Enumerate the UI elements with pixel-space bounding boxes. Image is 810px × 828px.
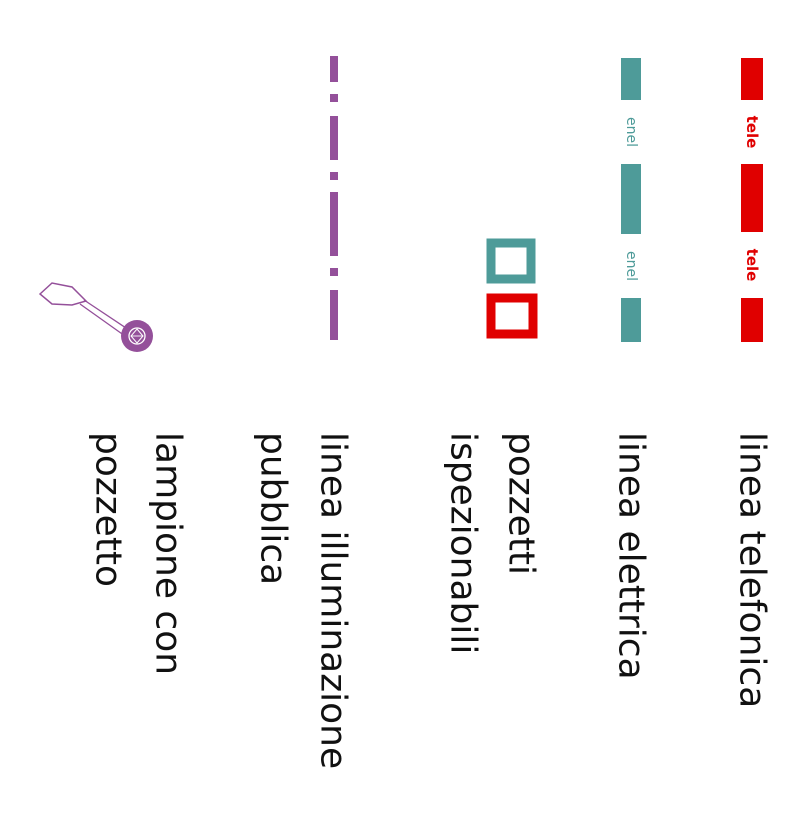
public-lighting-label-line-2: pubblica (253, 432, 294, 585)
streetlamp-icon (38, 282, 153, 352)
streetlamp-label-line-1: lampione con (148, 432, 189, 675)
manhole-squares-symbol (486, 238, 538, 339)
manholes-label-group: pozzetti (501, 432, 542, 575)
telephone-line-tag: tele (743, 116, 761, 149)
electric-line-symbol: enel enel (621, 58, 641, 342)
streetlamp-label-group: lampione con (148, 432, 189, 675)
telephone-line-tag-2: tele (743, 249, 761, 282)
telephone-line-symbol: tele tele (741, 58, 763, 342)
manholes-label-line-1: pozzetti (501, 432, 542, 575)
electric-line-tag: enel (623, 117, 639, 147)
telephone-manhole-square (486, 293, 538, 339)
telephone-line-label-group: linea telefonica (732, 432, 773, 708)
public-lighting-label-group: linea illuminazione (313, 432, 354, 769)
electric-line-label-group: linea elettrica (611, 432, 652, 680)
electric-line-label: linea elettrica (611, 432, 652, 680)
streetlamp-label-line-2: pozzetto (88, 432, 129, 587)
public-lighting-line-symbol (330, 56, 338, 340)
telephone-line-label: linea telefonica (732, 432, 773, 708)
electric-line-tag-2: enel (623, 251, 639, 281)
manholes-label-line-2: ispezionabili (443, 432, 484, 654)
electric-manhole-square (486, 238, 536, 284)
public-lighting-label-line-1: linea illuminazione (313, 432, 354, 769)
